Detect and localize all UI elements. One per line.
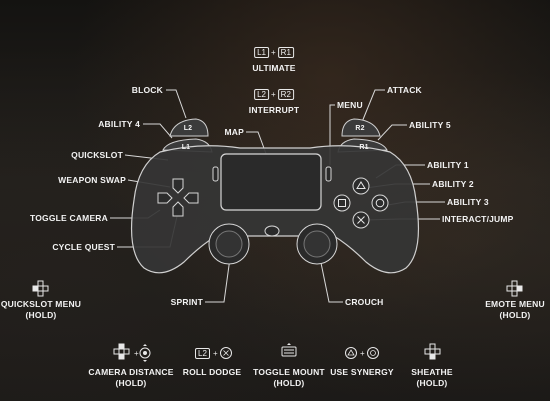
menu-label: MENU — [337, 100, 363, 110]
ability4-label: ABILITY 4 — [98, 119, 140, 129]
interrupt-combo: L2 + R2 — [254, 89, 294, 100]
circle-button[interactable] — [371, 194, 389, 212]
ability3-label: ABILITY 3 — [447, 197, 489, 207]
plus-icon: + — [360, 349, 365, 358]
analog-sticks — [208, 223, 338, 265]
l2-label: L2 — [183, 125, 193, 132]
dpad-updown-icon — [113, 343, 130, 360]
plus-icon: + — [213, 349, 218, 358]
dpad-down-icon — [424, 343, 441, 360]
crouch-label: CROUCH — [345, 297, 384, 307]
l2-key: L2 — [254, 89, 269, 100]
quickslot-menu-label: QUICKSLOT MENU (HOLD) — [0, 299, 82, 320]
r2-label: R2 — [355, 125, 365, 132]
cross-small-icon — [220, 347, 232, 359]
left-stick-cap — [215, 230, 243, 258]
triangle-icon — [356, 181, 366, 189]
triangle-small-icon — [345, 347, 357, 359]
ability5-label: ABILITY 5 — [409, 120, 451, 130]
dpad-left-icon — [32, 280, 49, 297]
emote-menu-label: EMOTE MENU (HOLD) — [485, 299, 545, 320]
quickslot-label: QUICKSLOT — [71, 150, 123, 160]
cross-icon — [357, 216, 365, 224]
ability2-label: ABILITY 2 — [432, 179, 474, 189]
map-label: MAP — [224, 127, 244, 137]
toggle-mount-label: TOGGLE MOUNT (HOLD) — [253, 367, 325, 388]
interact-jump-label: INTERACT/JUMP — [442, 214, 514, 224]
face-buttons — [333, 177, 389, 229]
ability1-label: ABILITY 1 — [427, 160, 469, 170]
plus-sign: + — [271, 48, 276, 57]
dpad-down[interactable] — [172, 201, 184, 217]
touchpad[interactable] — [220, 153, 322, 211]
sprint-label: SPRINT — [170, 297, 203, 307]
block-label: BLOCK — [131, 85, 163, 95]
plus-sign: + — [271, 90, 276, 99]
l1-key: L1 — [254, 47, 269, 58]
circle-small-icon — [367, 347, 379, 359]
dpad-left[interactable] — [157, 192, 173, 204]
square-icon — [338, 199, 346, 207]
triangle-button[interactable] — [352, 177, 370, 195]
r1-key: R1 — [277, 47, 294, 58]
options-button[interactable] — [325, 166, 332, 182]
weapon-swap-label: WEAPON SWAP — [58, 175, 126, 185]
camera-distance-label: CAMERA DISTANCE (HOLD) — [88, 367, 174, 388]
ultimate-label: ULTIMATE — [252, 63, 296, 73]
roll-dodge-label: ROLL DODGE — [182, 367, 242, 377]
dpad-right[interactable] — [183, 192, 199, 204]
r2-key: R2 — [277, 89, 294, 100]
plus-icon: + — [134, 349, 139, 358]
right-stick-cap — [303, 230, 331, 258]
interrupt-label: INTERRUPT — [248, 105, 300, 115]
toggle-camera-label: TOGGLE CAMERA — [29, 213, 108, 223]
r1-label: R1 — [359, 144, 369, 151]
right-stick-icon — [139, 344, 151, 362]
ps-button[interactable] — [264, 225, 280, 237]
sheathe-label: SHEATHE (HOLD) — [411, 367, 453, 388]
dpad-up[interactable] — [172, 178, 184, 194]
dpad-right-icon — [506, 280, 523, 297]
share-button[interactable] — [212, 166, 219, 182]
square-button[interactable] — [333, 194, 351, 212]
use-synergy-label: USE SYNERGY — [330, 367, 394, 377]
dpad[interactable] — [157, 178, 199, 217]
l2-trigger[interactable] — [169, 118, 209, 137]
ultimate-combo: L1 + R1 — [254, 47, 294, 58]
l2-key: L2 — [195, 348, 210, 359]
circle-icon — [375, 198, 385, 208]
keyboard-mount-icon — [281, 343, 297, 357]
attack-label: ATTACK — [387, 85, 422, 95]
l1-label: L1 — [181, 144, 191, 151]
cycle-quest-label: CYCLE QUEST — [52, 242, 115, 252]
r2-trigger[interactable] — [341, 118, 381, 137]
